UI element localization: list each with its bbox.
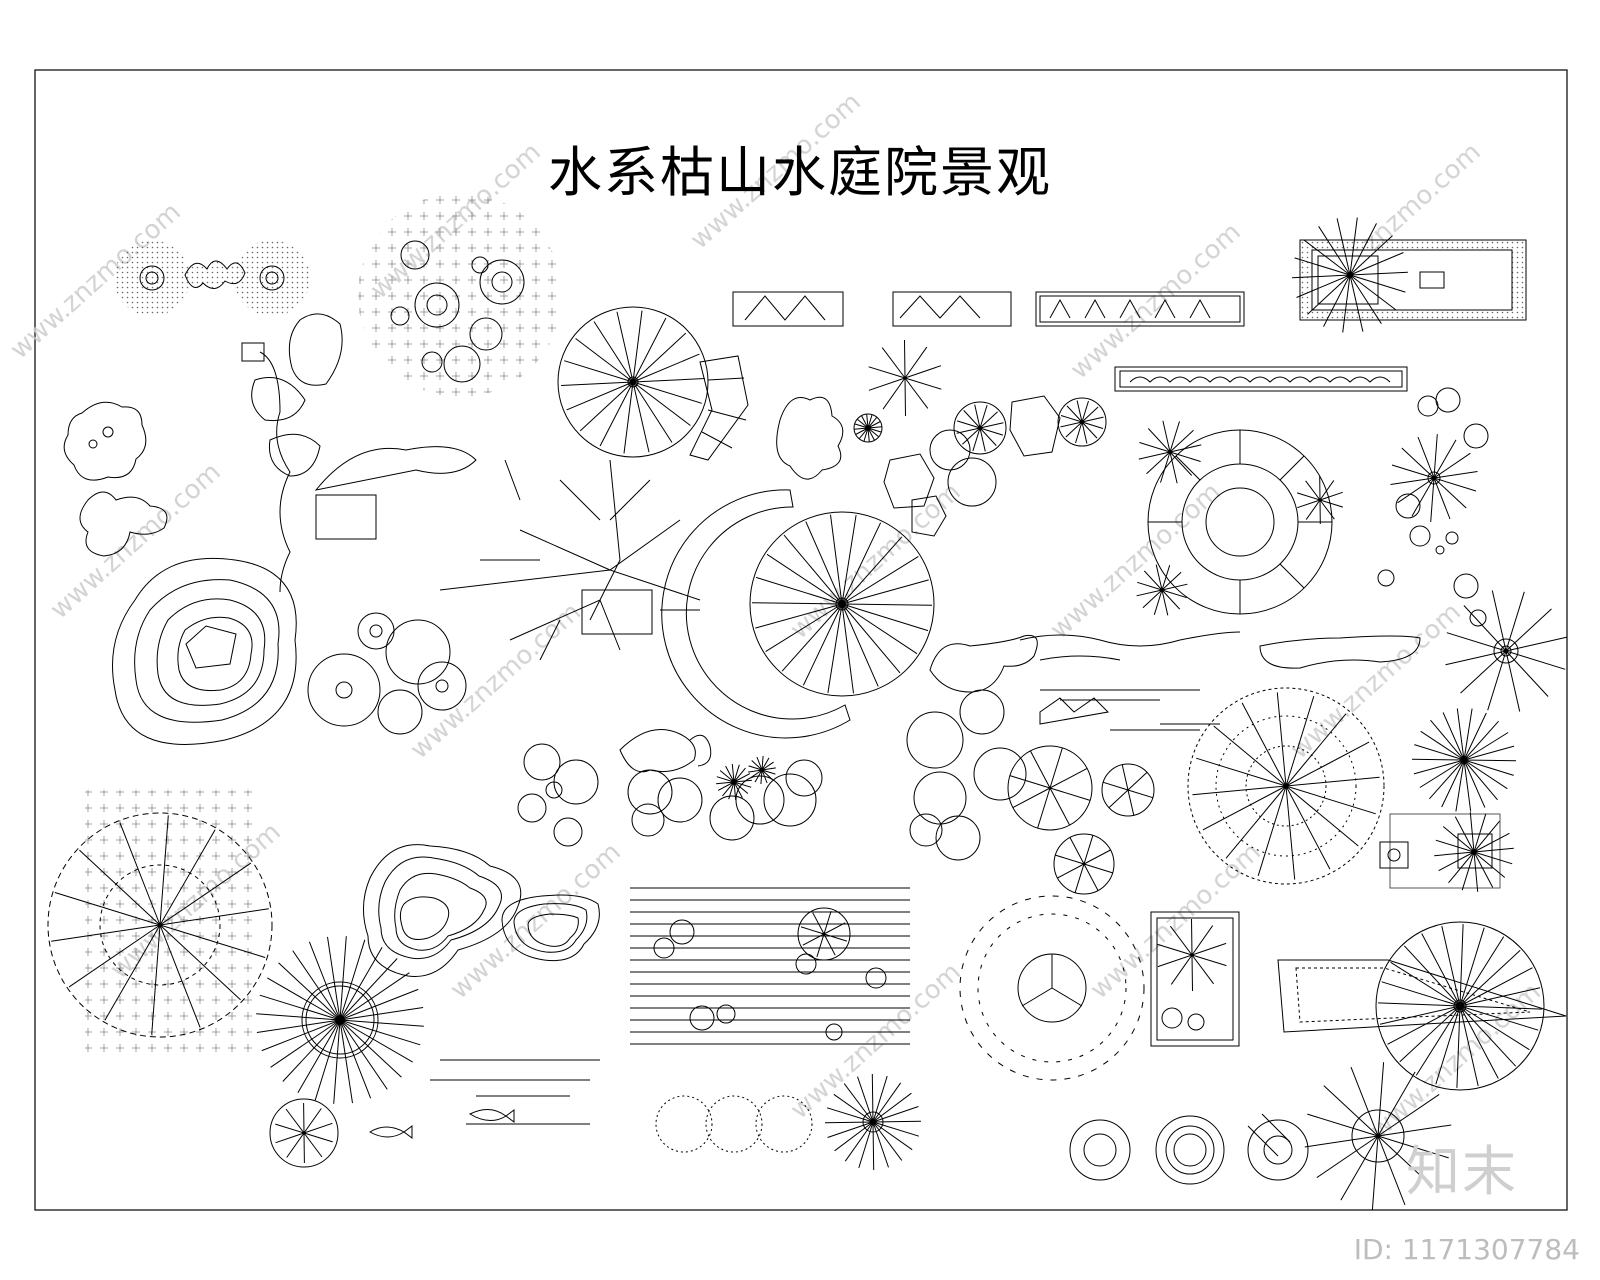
- umbrella-tree-symbols: [1007, 745, 1155, 895]
- dotted-shrub-symbols: [655, 1073, 922, 1171]
- repeated-watermark-text: www.znzmo.com: [45, 457, 227, 625]
- stream-outline-symbol: [929, 631, 1421, 731]
- repeated-watermark-text: www.znzmo.com: [445, 837, 627, 1005]
- ring-tree-symbol: [256, 936, 424, 1168]
- repeated-watermark-text: www.znzmo.com: [1065, 217, 1247, 385]
- pine-bonsai-symbol: [241, 313, 477, 593]
- framed-tree-planter-symbol: [1150, 911, 1240, 1047]
- watermark-brand: 知末: [1406, 1140, 1518, 1203]
- pond-contour-symbol: [363, 844, 600, 977]
- rock-mound-contour-symbol: [112, 557, 297, 745]
- plaza-planting-symbol: [358, 193, 562, 397]
- watermark-id: ID: 1171307784: [1353, 1233, 1580, 1266]
- shrub-circles-symbol: [307, 612, 467, 735]
- boulder-cluster-symbol: [883, 395, 1107, 537]
- dense-canopy-tree-symbol: [1187, 687, 1385, 885]
- stone-outline-symbols: [63, 401, 168, 557]
- shrub-pair-symbol: [114, 240, 310, 316]
- stepping-stone-circle-symbol: [959, 895, 1145, 1081]
- large-tree-with-path-symbol: [661, 489, 935, 739]
- drawing-border: [34, 69, 1568, 1211]
- koi-and-shrubs-symbol: [517, 729, 823, 847]
- repeated-watermark-text: www.znzmo.com: [1045, 477, 1227, 645]
- koi-fish-symbols: [369, 1059, 600, 1139]
- drawing-title: 水系枯山水庭院景观: [548, 141, 1052, 204]
- shrub-group-symbol: [776, 339, 942, 480]
- tree-with-steps-symbol: [557, 306, 749, 461]
- water-lily-pond-symbol: [630, 887, 910, 1045]
- tree-cluster-symbol: [906, 689, 1027, 861]
- pavilion-plan-symbol: [1292, 217, 1527, 333]
- wedge-bed-tree-symbol: [1277, 921, 1567, 1091]
- ring-planter-symbols: [1069, 1062, 1452, 1210]
- leafy-tree-plaza-symbol: [47, 790, 273, 1056]
- bare-branch-tree-symbol: [439, 459, 701, 661]
- repeated-watermark-text: www.znzmo.com: [785, 957, 967, 1125]
- planter-box-symbols: [732, 291, 1408, 392]
- spiky-tree-symbol: [1379, 708, 1517, 892]
- right-shrub-symbols: [1377, 387, 1567, 712]
- repeated-watermark-text: www.znzmo.com: [1285, 597, 1467, 765]
- circular-terrace-symbol: [1136, 420, 1344, 616]
